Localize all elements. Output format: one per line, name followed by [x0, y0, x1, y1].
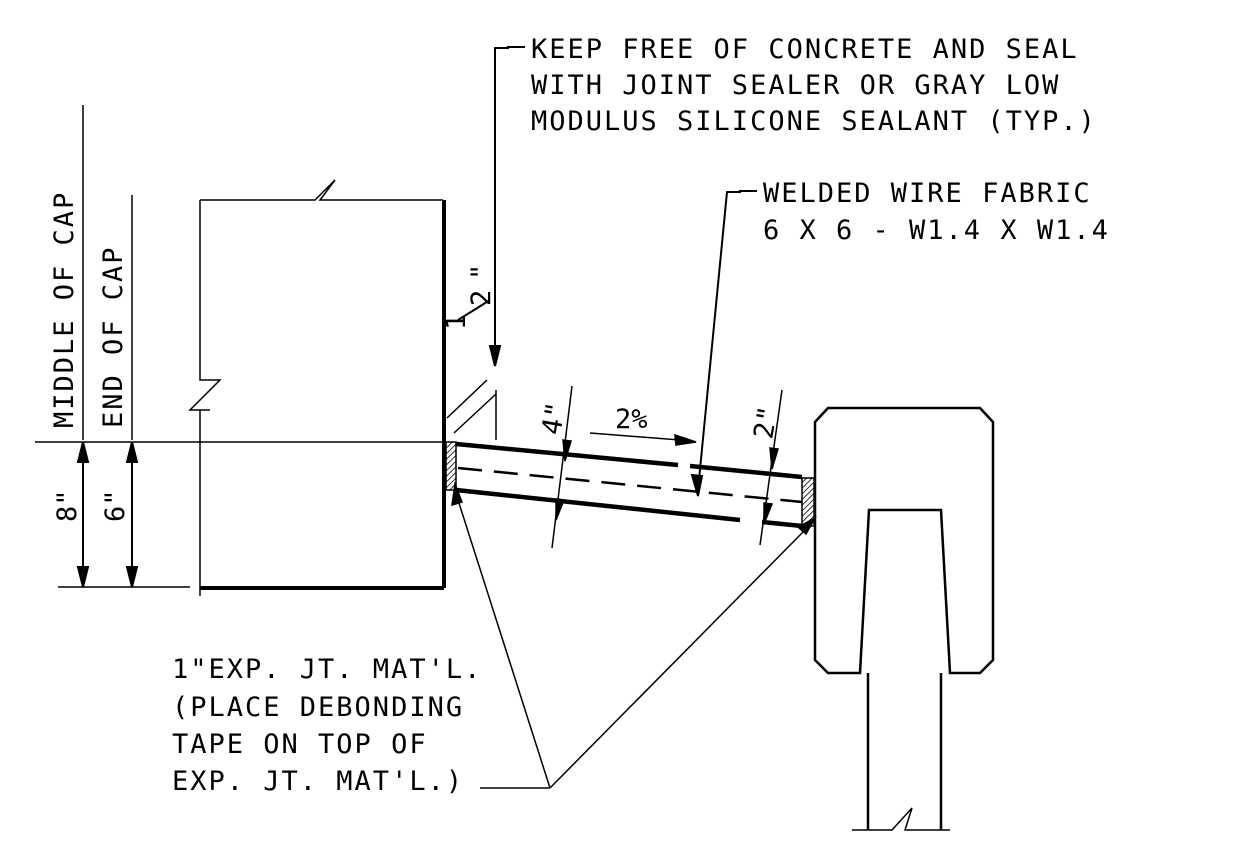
end-of-cap-label: END OF CAP — [98, 245, 129, 428]
svg-text:6 X 6 - W1.4 X W1.4: 6 X 6 - W1.4 X W1.4 — [763, 215, 1110, 246]
svg-text:EXP. JT. MAT'L.): EXP. JT. MAT'L.) — [172, 766, 464, 797]
dim-4in: 4" — [536, 400, 572, 437]
barrier — [813, 406, 995, 831]
half-inch-gap-dimension — [446, 379, 497, 440]
slope-arrow — [589, 432, 697, 446]
exp-joint-pad-left — [445, 441, 457, 491]
slab-thickness-dimension — [551, 385, 573, 549]
wire-fabric-note: WELDED WIRE FABRIC 6 X 6 - W1.4 X W1.4 — [763, 178, 1110, 246]
cover-dimension — [759, 389, 783, 546]
wire-fabric-leader — [690, 190, 757, 497]
approach-slab — [455, 441, 803, 529]
exp-joint-leaders — [451, 481, 817, 789]
pier-cap — [188, 179, 446, 596]
svg-text:MODULUS SILICONE SEALANT (TYP.: MODULUS SILICONE SEALANT (TYP.) — [531, 106, 1097, 137]
middle-of-cap-label: MIDDLE OF CAP — [49, 191, 80, 428]
reference-lines — [35, 105, 446, 588]
joint-seal-note: KEEP FREE OF CONCRETE AND SEAL WITH JOIN… — [531, 34, 1097, 137]
cap-depth-dimensions — [76, 441, 139, 588]
svg-text:TAPE ON TOP OF: TAPE ON TOP OF — [172, 729, 428, 760]
dim-half-den: 2 — [466, 290, 497, 306]
svg-text:KEEP FREE OF CONCRETE AND SEAL: KEEP FREE OF CONCRETE AND SEAL — [531, 34, 1079, 65]
svg-text:(PLACE DEBONDING: (PLACE DEBONDING — [172, 692, 464, 723]
svg-text:1"EXP. JT. MAT'L.: 1"EXP. JT. MAT'L. — [172, 654, 482, 685]
dim-half-mark: " — [466, 264, 497, 280]
welded-wire-fabric-line — [457, 466, 803, 504]
joint-seal-leader — [488, 46, 525, 367]
exp-joint-note: 1"EXP. JT. MAT'L. (PLACE DEBONDING TAPE … — [172, 654, 482, 797]
dim-8in: 8" — [52, 489, 83, 522]
slope-label: 2% — [615, 404, 648, 435]
dim-half-num: 1 — [441, 314, 472, 330]
dim-2in: 2" — [748, 404, 784, 441]
svg-text:WELDED WIRE FABRIC: WELDED WIRE FABRIC — [763, 178, 1092, 209]
svg-text:WITH JOINT SEALER OR GRAY LOW: WITH JOINT SEALER OR GRAY LOW — [531, 70, 1060, 101]
dim-6in: 6" — [100, 489, 131, 522]
